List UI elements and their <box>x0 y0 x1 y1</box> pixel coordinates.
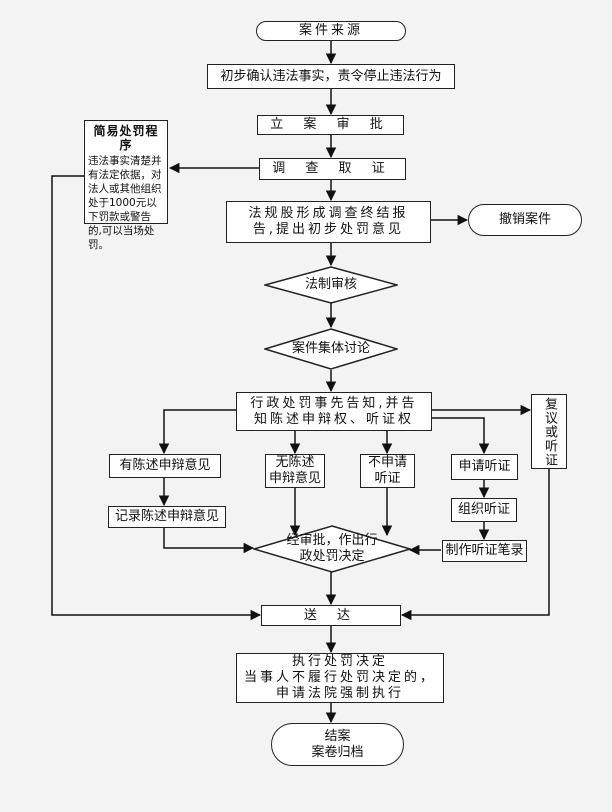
collective-shape <box>264 328 398 370</box>
node-case-source: 案件来源 <box>256 21 406 41</box>
arrow-simple-deliver <box>51 175 262 621</box>
simple-procedure-box: 简易处罚程序 违法事实清楚并有法定依据，对法人或其他组织处于1000元以下罚款或… <box>84 120 168 251</box>
simple-procedure-title: 简易处罚程序 <box>93 124 159 152</box>
node-hearing-record: 制作听证笔录 <box>442 540 527 562</box>
node-investigation-report: 法规股形成调查终结报 告,提出初步处罚意见 <box>226 201 431 243</box>
node-close-case: 结案 案卷归档 <box>271 723 404 766</box>
collective-label: 案件集体讨论 <box>291 341 370 356</box>
arrow-notice-applyhearing <box>432 417 490 455</box>
node-apply-hearing: 申请听证 <box>451 454 518 480</box>
node-record-statement: 记录陈述申辩意见 <box>108 506 226 528</box>
node-organize-hearing: 组织听证 <box>451 498 517 522</box>
arrow-review-deliver <box>400 468 550 621</box>
node-investigation: 调 查 取 证 <box>259 158 406 180</box>
node-prior-notice: 行政处罚事先告知,并告 知陈述申辩权、听证权 <box>236 392 432 431</box>
arrow-record-decision <box>163 527 255 554</box>
node-approval: 立 案 审 批 <box>257 115 404 135</box>
decision-label: 经审批，作出行 政处罚决定 <box>286 533 378 564</box>
node-no-hearing: 不申请 听证 <box>360 454 415 488</box>
node-collective-discussion: 案件集体讨论 <box>264 328 398 370</box>
legal-review-label: 法制审核 <box>304 277 357 292</box>
node-decision: 经审批，作出行 政处罚决定 <box>253 525 411 573</box>
simple-procedure-text: 违法事实清楚并有法定依据，对法人或其他组织处于1000元以下罚款或警告的,可以当… <box>88 155 162 251</box>
arrow-notice-hasstatement <box>158 409 236 455</box>
node-has-statement: 有陈述申辩意见 <box>109 454 221 478</box>
node-review-or-hearing: 复议或听证 <box>531 394 567 469</box>
decision-shape <box>253 525 411 573</box>
node-no-statement: 无陈述 申辩意见 <box>265 454 325 488</box>
legal-review-shape <box>264 266 398 304</box>
node-cancel-case: 撤销案件 <box>468 204 582 236</box>
node-deliver: 送 达 <box>261 605 401 626</box>
node-confirm-violation: 初步确认违法事实，责令停止违法行为 <box>207 64 455 89</box>
node-legal-review: 法制审核 <box>264 266 398 304</box>
node-execute: 执行处罚决定 当事人不履行处罚决定的， 申请法院强制执行 <box>236 653 444 703</box>
